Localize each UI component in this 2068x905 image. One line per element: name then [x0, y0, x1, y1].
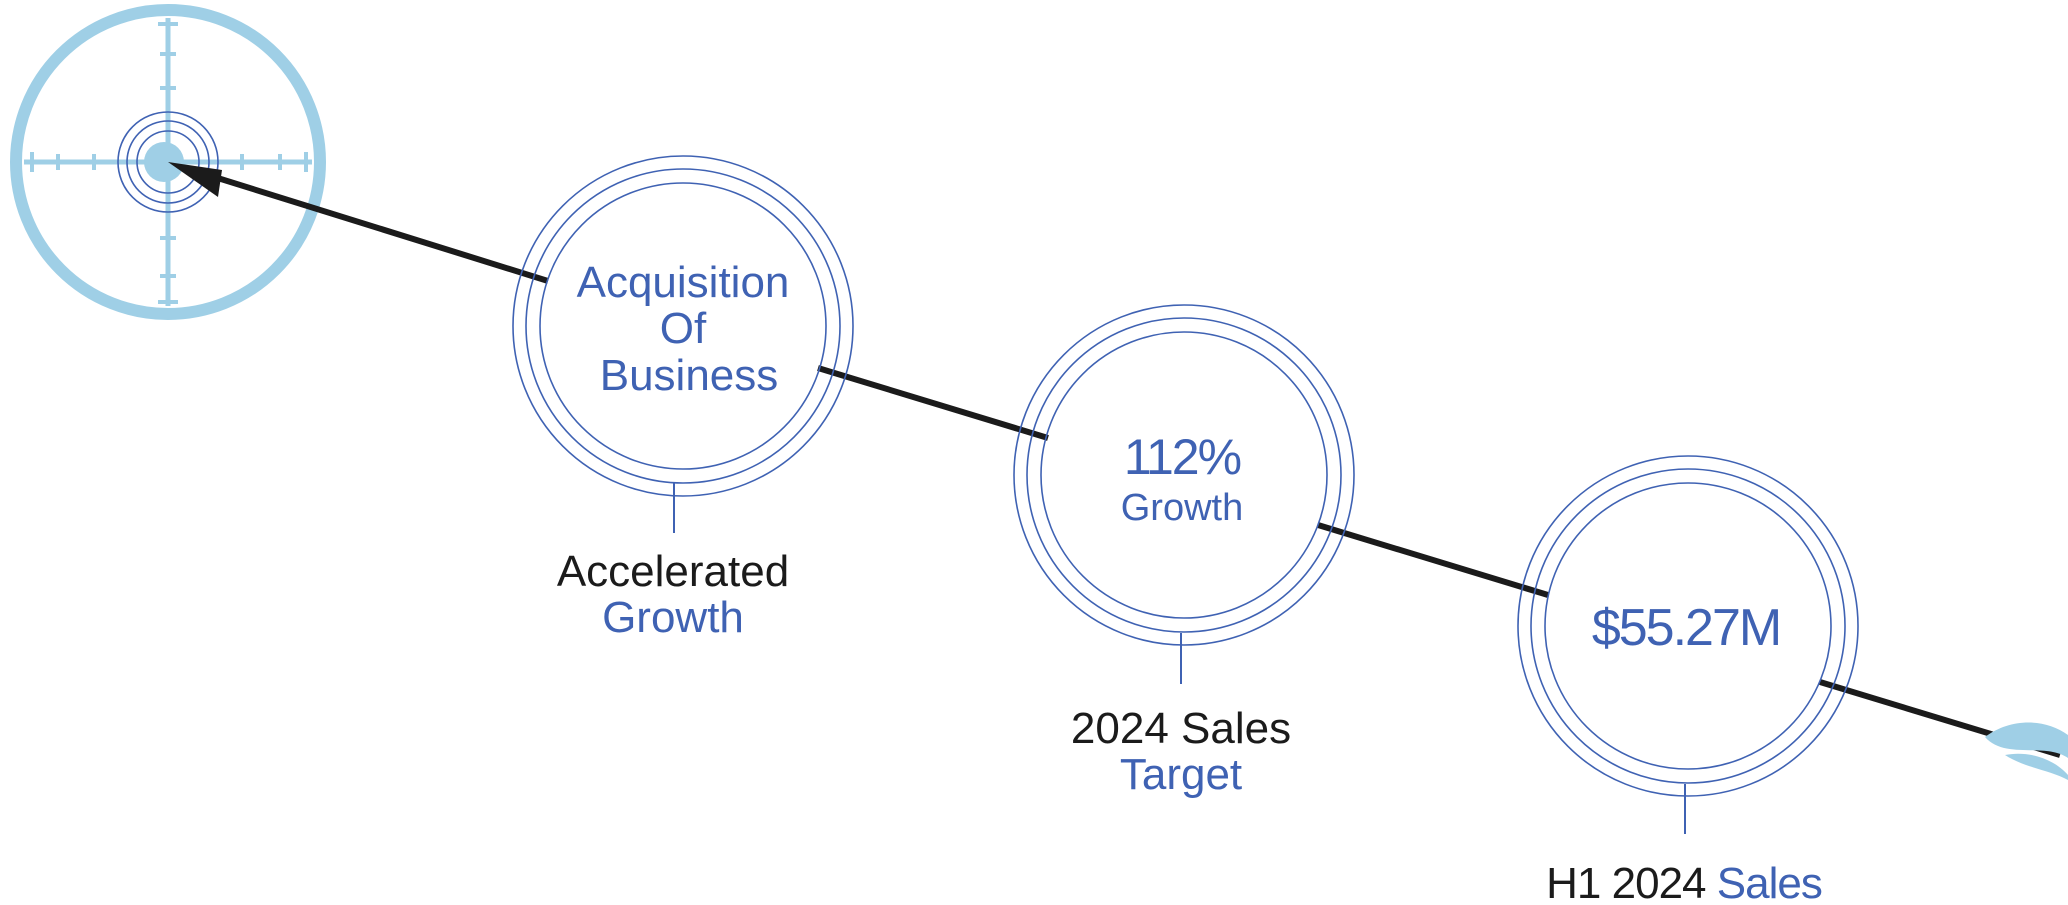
milestone-2-caption-accent: Target — [1120, 750, 1242, 799]
milestone-2-value: 112% — [1124, 429, 1241, 485]
crosshair-target-icon — [10, 4, 326, 320]
milestone-3-rings — [1517, 455, 1859, 797]
milestone-1-title-line-3: Business — [600, 351, 779, 400]
milestone-3: $55.27M H1 2024 Sales — [1517, 455, 1859, 905]
milestone-3-caption-accent: Sales — [1717, 859, 1822, 905]
milestone-2-caption-primary: 2024 Sales — [1071, 704, 1291, 753]
milestone-3-value: $55.27M — [1592, 599, 1780, 657]
milestone-1-caption-accent: Growth — [602, 593, 744, 642]
arrow-icon — [168, 162, 2061, 758]
milestone-1-caption-primary: Accelerated — [557, 547, 789, 596]
milestone-1-title-line-1: Acquisition — [577, 258, 790, 307]
arrowhead-icon — [168, 162, 222, 197]
milestone-1: Acquisition Of Business Accelerated Grow… — [512, 155, 854, 642]
milestone-1-rings — [512, 155, 854, 497]
milestone-2: 112% Growth 2024 Sales Target — [1013, 304, 1355, 799]
milestone-3-caption: H1 2024 Sales — [1546, 859, 1822, 905]
milestone-3-caption-primary: H1 2024 — [1546, 859, 1706, 905]
milestone-2-value-label: Growth — [1121, 487, 1243, 529]
milestone-1-title-line-2: Of — [660, 304, 707, 353]
milestone-2-rings — [1013, 304, 1355, 646]
arrow-fletching-icon — [1985, 722, 2068, 780]
